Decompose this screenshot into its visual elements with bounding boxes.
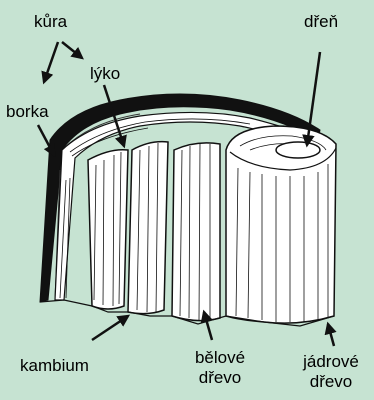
label-kambium: kambium [20,356,89,376]
arrow-jadrove [328,324,334,346]
label-belove-drevo: bělové dřevo [180,348,260,388]
label-lyko: lýko [90,64,120,84]
label-kura: kůra [34,12,67,32]
label-belove-line-2: dřevo [180,368,260,388]
arrow-kura-lyko [62,42,82,58]
label-jadrove-line-2: dřevo [290,372,372,392]
label-jadrove-drevo: jádrové dřevo [290,352,372,392]
label-borka: borka [6,102,49,122]
arrow-kambium [92,316,128,340]
pith-ring [276,142,320,158]
label-dren: dřeň [304,12,338,32]
arrow-kura-borka [44,42,58,82]
label-belove-line-1: bělové [180,348,260,368]
label-jadrove-line-1: jádrové [290,352,372,372]
sapwood-slab [172,143,220,321]
